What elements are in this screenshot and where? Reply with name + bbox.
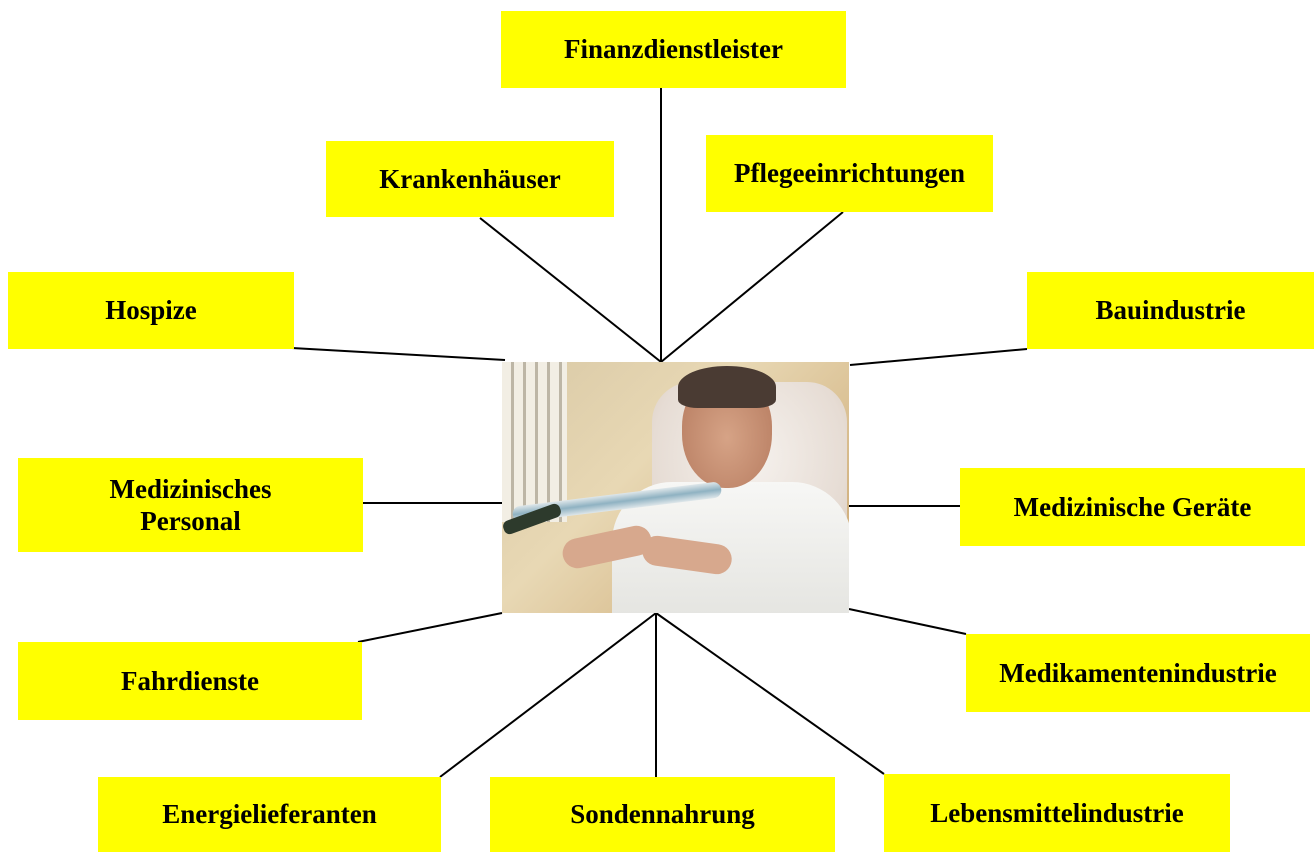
node-krankenhaeuser: Krankenhäuser [326,141,614,217]
node-finanzdienstleister: Finanzdienstleister [501,11,846,88]
line-krankenhaeuser [479,217,662,363]
patient-photo [502,362,849,613]
node-bauindustrie: Bauindustrie [1027,272,1314,349]
line-fahrdienste [357,612,503,643]
node-sondennahrung: Sondennahrung [490,777,835,852]
node-pflegeeinrichtungen: Pflegeeinrichtungen [706,135,993,212]
node-medizinische-geraete: Medizinische Geräte [960,468,1305,546]
patient-hair [678,366,776,408]
node-medizinisches-personal: Medizinisches Personal [18,458,363,552]
line-bauindustrie [849,348,1028,366]
node-medikamentenindustrie: Medikamentenindustrie [966,634,1310,712]
line-medikamentenindustrie [848,608,967,635]
radiator [502,362,567,522]
node-hospize: Hospize [8,272,294,349]
line-pflegeeinrichtungen [660,211,844,363]
node-fahrdienste: Fahrdienste [18,642,362,720]
node-lebensmittelindustrie: Lebensmittelindustrie [884,774,1230,852]
line-energielieferanten [439,612,657,778]
line-lebensmittelindustrie [655,612,885,775]
line-hospize [291,347,506,361]
node-energielieferanten: Energielieferanten [98,777,441,852]
